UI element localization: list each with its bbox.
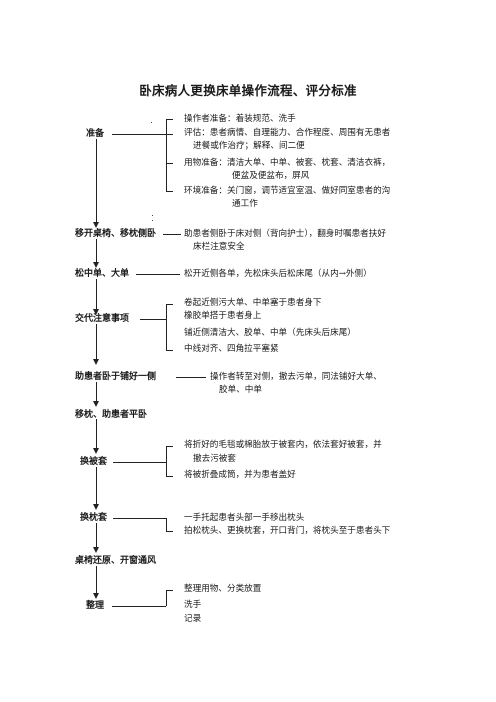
- step-label-flat-lie: 移枕、助患者平卧: [75, 410, 148, 420]
- step-label-change-quilt: 换被套: [80, 457, 108, 467]
- bracket-tick: [166, 163, 173, 164]
- page-title: 卧床病人更换床单操作流程、评分标准: [139, 83, 357, 98]
- step-item: 便盆及便盆布，屏风: [232, 171, 310, 181]
- connector-precautions: [140, 319, 166, 320]
- step-item: 助患者侧卧于床对侧（背向护士），翻身时嘱患者扶好: [184, 229, 386, 239]
- spine-segment-6: [96, 419, 97, 449]
- spine-arrow-5: [93, 401, 99, 407]
- step-item: 将被折叠成筒，并为患者盖好: [184, 470, 296, 480]
- step-item: 床栏注意安全: [193, 242, 245, 252]
- step-label-tidy: 整理: [86, 601, 105, 611]
- connector-prepare: [112, 134, 166, 135]
- step-item: 铺近侧清洁大、胶单、中单（先床头后床尾）: [184, 328, 356, 338]
- step-item: 记录: [184, 614, 202, 624]
- step-item: 胶单、中单: [219, 385, 262, 395]
- step-label-restore-ventilate: 桌椅还原、开窗通风: [75, 556, 157, 566]
- connector-loosen-sheets: [136, 274, 180, 275]
- step-item: 拍松枕头、更换枕套，开口背门，将枕头至于患者头下: [184, 526, 391, 536]
- connector-move-table: [163, 234, 181, 235]
- step-item: 橡胶单搭于患者身上: [184, 311, 262, 321]
- step-label-move-table: 移开桌椅、移枕侧卧: [75, 229, 157, 239]
- step-label-assist-lie: 助患者卧于铺好一侧: [75, 372, 157, 382]
- step-item: 进餐或作治疗；解释、间二便: [193, 141, 305, 151]
- step-item: 操作者转至对侧，撤去污单，同法铺好大单、: [210, 372, 382, 382]
- step-label-loosen-sheets: 松中单、大单: [75, 269, 130, 279]
- step-label-precautions: 交代注意事项: [75, 314, 130, 324]
- spine-arrow-6: [93, 448, 99, 454]
- connector-change-pillowcase: [113, 518, 166, 519]
- spine-arrow-3: [93, 309, 99, 315]
- spine-segment-2: [96, 239, 97, 263]
- spine-segment-4: [96, 324, 97, 360]
- bracket-tick: [166, 446, 173, 447]
- spine-arrow-4: [93, 359, 99, 365]
- connector-assist-lie: [176, 377, 206, 378]
- bracket-tick: [166, 134, 173, 135]
- spine-segment-3: [96, 279, 97, 310]
- step-label-change-pillowcase: 换枕套: [80, 513, 108, 523]
- step-item: 一手托起患者头部一手移出枕头: [184, 513, 305, 523]
- step-item: 撤去污被套: [193, 454, 236, 464]
- dot-mark: [152, 215, 153, 216]
- bracket-tick: [166, 476, 173, 477]
- step-item: 卷起近侧污大单、中单塞于患者身下: [184, 298, 322, 308]
- step-item: 洗手: [184, 600, 202, 610]
- step-item: 松开近侧各单，先松床头后松床尾（从内→外侧）: [184, 269, 372, 279]
- spine-segment-1: [96, 139, 97, 223]
- bracket-tidy: [166, 590, 167, 606]
- bracket-precautions: [166, 304, 167, 350]
- step-item: 将折好的毛毯或棉胎放于被套内，依法套好被套，并: [184, 440, 382, 450]
- bracket-prepare: [166, 119, 167, 191]
- step-item: 中线对齐、四角拉平塞紧: [184, 344, 279, 354]
- bracket-tick: [166, 304, 173, 305]
- spine-segment-5: [96, 382, 97, 402]
- step-item: 评估：患者病情、自理能力、合作程度、周围有无患者: [184, 128, 391, 138]
- spine-segment-7: [96, 467, 97, 505]
- step-item: 整理用物、分类放置: [184, 584, 262, 594]
- dot-mark: [152, 220, 153, 221]
- step-item: 用物准备：清洁大单、中单、被套、枕套、清洁衣裤，: [184, 158, 391, 168]
- step-item: 环境准备：关门窗，调节适宜室温、做好同室患者的沟: [184, 186, 391, 196]
- bracket-tick: [166, 590, 173, 591]
- step-item: 通工作: [232, 199, 258, 209]
- spine-arrow-7: [93, 504, 99, 510]
- bracket-tick: [166, 350, 173, 351]
- bracket-tick: [166, 191, 173, 192]
- step-label-prepare: 准备: [86, 129, 105, 139]
- bracket-tick: [166, 119, 173, 120]
- spine-segment-9: [96, 566, 97, 594]
- spine-arrow-8: [93, 547, 99, 553]
- bracket-tick: [166, 531, 173, 532]
- spine-arrow-9: [93, 593, 99, 599]
- dot-mark: [151, 122, 152, 123]
- spine-segment-8: [96, 523, 97, 548]
- bracket-change-pillowcase: [166, 518, 167, 531]
- connector-change-quilt: [113, 462, 166, 463]
- connector-tidy: [112, 606, 166, 607]
- step-item: 操作者准备：着装规范、洗手: [184, 114, 296, 124]
- spine-arrow-2: [93, 262, 99, 268]
- spine-arrow-1: [93, 222, 99, 228]
- bracket-change-quilt: [166, 446, 167, 476]
